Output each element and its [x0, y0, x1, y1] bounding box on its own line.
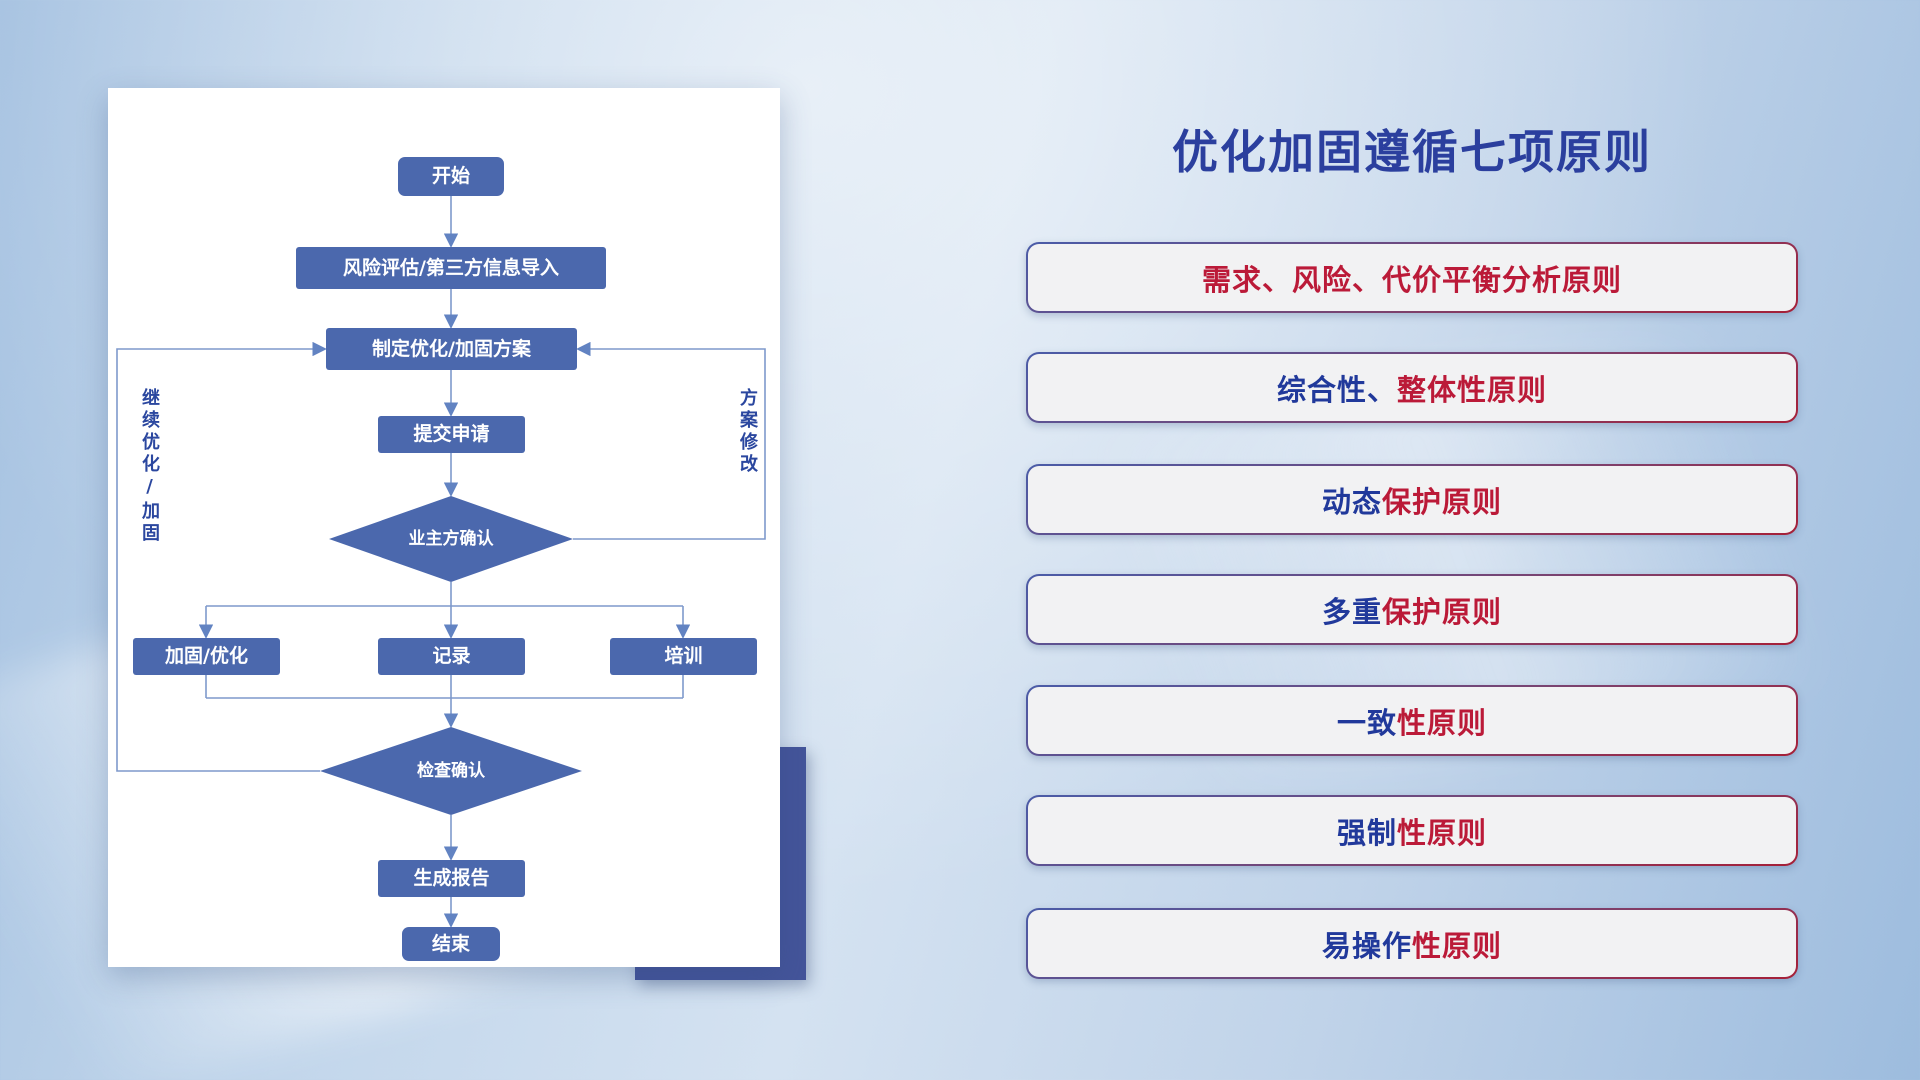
principle-item-5: 一致性原则: [1026, 685, 1798, 756]
principle-text-suffix: 保护原则: [1382, 484, 1503, 519]
principle-text-suffix: 保护原则: [1382, 594, 1503, 629]
flow-node-reinforce: 加固/优化: [133, 638, 280, 675]
principle-item-6: 强制性原则: [1026, 795, 1798, 866]
principle-item-4: 多重保护原则: [1026, 574, 1798, 645]
edge-label-plan-revise: 方案修改: [737, 388, 758, 476]
principle-label: 易操作性原则: [1028, 910, 1796, 977]
flow-node-submit: 提交申请: [378, 416, 525, 453]
flow-node-end: 结束: [402, 927, 500, 961]
principle-label: 多重保护原则: [1028, 576, 1796, 643]
principle-text-prefix: 易操作: [1321, 928, 1412, 963]
principle-item-2: 综合性、整体性原则: [1026, 352, 1798, 423]
principle-text-prefix: 综合性、: [1276, 372, 1397, 407]
principle-text-prefix: 动态: [1321, 484, 1382, 519]
principle-text-suffix: 性原则: [1412, 928, 1503, 963]
flow-node-make-plan: 制定优化/加固方案: [326, 328, 577, 370]
principle-item-3: 动态保护原则: [1026, 464, 1798, 535]
principle-label: 需求、风险、代价平衡分析原则: [1028, 244, 1796, 311]
flow-node-record: 记录: [378, 638, 525, 675]
flow-node-train: 培训: [610, 638, 757, 675]
principle-text-prefix: 多重: [1321, 594, 1382, 629]
flow-node-risk-import: 风险评估/第三方信息导入: [296, 247, 606, 289]
principle-item-7: 易操作性原则: [1026, 908, 1798, 979]
page-title: 优化加固遵循七项原则: [1172, 125, 1652, 179]
principle-label: 综合性、整体性原则: [1028, 354, 1796, 421]
edge-label-continue-loop: 继续优化/加固: [139, 388, 160, 545]
flowchart-card: 开始 风险评估/第三方信息导入 制定优化/加固方案 提交申请 业主方确认 加固/…: [108, 88, 780, 967]
flow-node-report: 生成报告: [378, 860, 525, 897]
flow-node-start: 开始: [398, 157, 504, 196]
principle-label: 强制性原则: [1028, 797, 1796, 864]
principle-text-suffix: 需求、风险、代价平衡分析原则: [1201, 262, 1622, 297]
principle-label: 动态保护原则: [1028, 466, 1796, 533]
principle-text-suffix: 性原则: [1397, 705, 1488, 740]
principle-item-1: 需求、风险、代价平衡分析原则: [1026, 242, 1798, 313]
principle-label: 一致性原则: [1028, 687, 1796, 754]
principle-text-suffix: 性原则: [1397, 815, 1488, 850]
principle-text-prefix: 一致: [1336, 705, 1397, 740]
principle-text-suffix: 整体性原则: [1397, 372, 1548, 407]
principle-text-prefix: 强制: [1336, 815, 1397, 850]
